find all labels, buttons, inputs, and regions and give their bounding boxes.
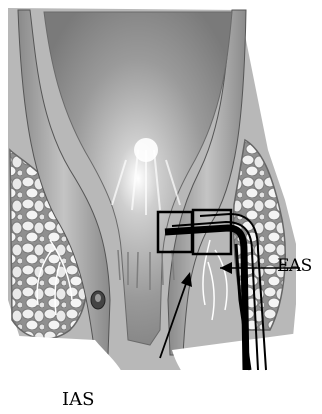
ias-label: IAS (62, 389, 94, 410)
right-margin (296, 0, 322, 414)
top-margin (0, 0, 322, 8)
anal-gland (91, 291, 105, 309)
eas-label: EAS (277, 256, 312, 276)
